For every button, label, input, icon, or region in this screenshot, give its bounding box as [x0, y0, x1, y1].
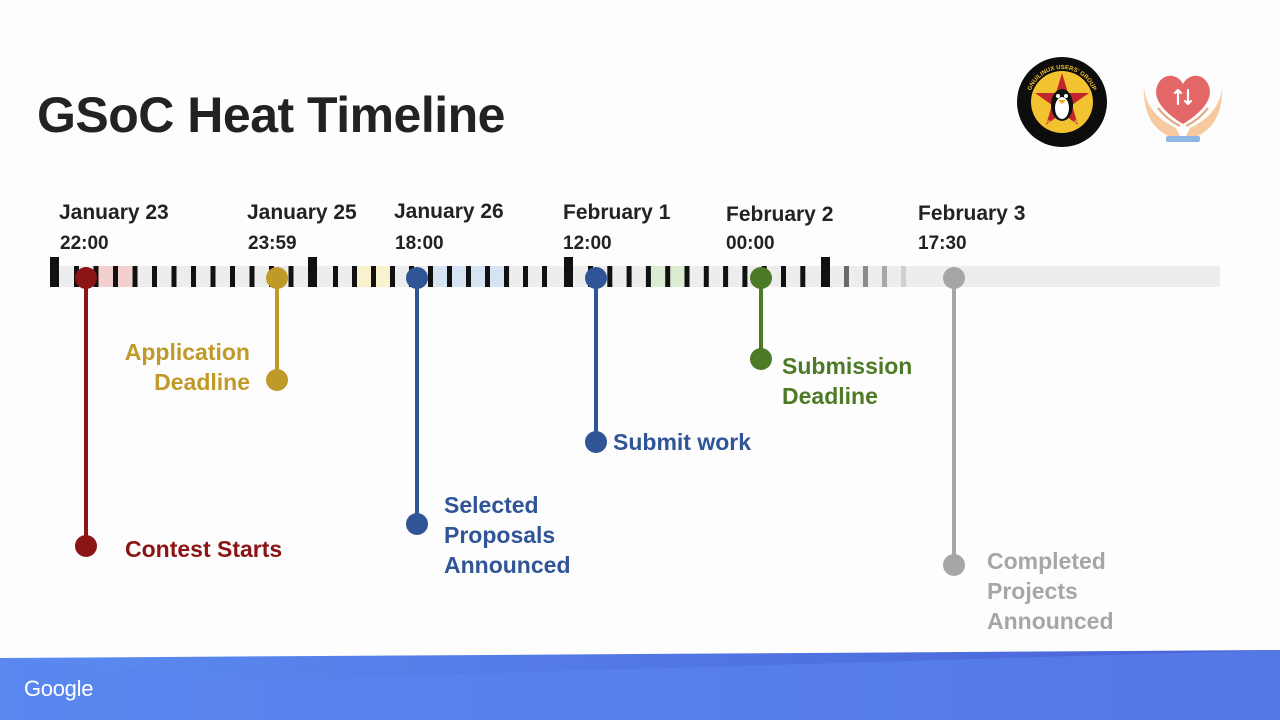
milestone-time-1: 22:00	[60, 233, 109, 254]
timeline-minor-tick	[703, 266, 709, 287]
timeline-minor-tick	[742, 266, 748, 287]
event-selected-proposals: Selected Proposals Announced	[444, 492, 571, 578]
event-contest-starts: Contest Starts	[125, 536, 283, 562]
milestone-time-3: 18:00	[395, 233, 444, 254]
timeline-minor-tick	[800, 266, 806, 287]
timeline-minor-tick	[665, 266, 671, 287]
milestone-date-4: February 1	[563, 201, 671, 224]
timeline-fading-tick	[901, 266, 906, 287]
glug-logo-icon: GNU/LINUX USERS' GROUP NIT DURGAPUR	[1017, 57, 1107, 147]
event-anchor-dot	[585, 267, 607, 289]
event-submit-work: Submit work	[613, 429, 752, 455]
timeline-minor-tick	[781, 266, 786, 287]
timeline-major-tick	[564, 257, 573, 287]
milestone-date-3: January 26	[394, 200, 504, 223]
timeline-minor-tick	[152, 266, 157, 287]
timeline-minor-tick	[249, 266, 255, 287]
timeline-minor-tick	[371, 266, 376, 287]
timeline-minor-tick	[723, 266, 729, 287]
timeline-minor-tick	[523, 266, 528, 287]
timeline-minor-tick	[645, 266, 651, 287]
timeline-minor-tick	[447, 266, 452, 287]
timeline-track	[50, 266, 1220, 287]
milestone-time-6: 17:30	[918, 233, 967, 254]
milestone-time-2: 23:59	[248, 233, 297, 254]
timeline-minor-tick	[113, 266, 118, 287]
milestone-time-4: 12:00	[563, 233, 612, 254]
event-anchor-dot	[943, 267, 965, 289]
event-end-dot	[406, 513, 428, 535]
timeline-major-tick	[821, 257, 830, 287]
timeline-fading-tick	[882, 266, 887, 287]
event-end-dot	[750, 348, 772, 370]
event-end-dot	[75, 535, 97, 557]
timeline-minor-tick	[333, 266, 338, 287]
event-submission-deadline: Submission Deadline	[782, 353, 913, 409]
timeline-minor-tick	[466, 266, 471, 287]
milestone-time-5: 00:00	[726, 233, 775, 254]
timeline-minor-tick	[171, 266, 177, 287]
timeline-minor-tick	[607, 266, 613, 287]
heart-hands-logo-icon	[1143, 75, 1223, 142]
milestone-date-1: January 23	[59, 201, 169, 224]
event-anchor-dot	[406, 267, 428, 289]
track-tint-red	[92, 266, 132, 287]
timeline-minor-tick	[504, 266, 509, 287]
event-end-dot	[943, 554, 965, 576]
milestone-date-2: January 25	[247, 201, 357, 224]
timeline-minor-tick	[191, 266, 196, 287]
event-anchor-dot	[75, 267, 97, 289]
milestone-date-5: February 2	[726, 203, 834, 226]
timeline-minor-tick	[542, 266, 547, 287]
event-end-dot	[266, 369, 288, 391]
event-anchor-dot	[750, 267, 772, 289]
timeline-fading-tick	[863, 266, 868, 287]
timeline-fading-tick	[844, 266, 849, 287]
timeline-minor-tick	[428, 266, 433, 287]
event-anchor-dot	[266, 267, 288, 289]
event-end-dot	[585, 431, 607, 453]
timeline-minor-tick	[684, 266, 690, 287]
timeline-minor-tick	[210, 266, 216, 287]
milestone-date-6: February 3	[918, 202, 1026, 225]
timeline-minor-tick	[390, 266, 395, 287]
timeline-minor-tick	[352, 266, 357, 287]
timeline-minor-tick	[230, 266, 235, 287]
event-application-deadline: Application Deadline	[124, 339, 250, 395]
timeline-minor-tick	[132, 266, 138, 287]
slide-title: GSoC Heat Timeline	[37, 87, 505, 143]
event-completed-projects: Completed Projects Announced	[987, 548, 1114, 634]
timeline-major-tick	[308, 257, 317, 287]
timeline-minor-tick	[626, 266, 632, 287]
footer-bar	[0, 650, 1280, 720]
google-footer-logo: Google	[24, 676, 94, 701]
timeline-major-tick	[50, 257, 59, 287]
timeline-minor-tick	[485, 266, 490, 287]
timeline-minor-tick	[288, 266, 294, 287]
